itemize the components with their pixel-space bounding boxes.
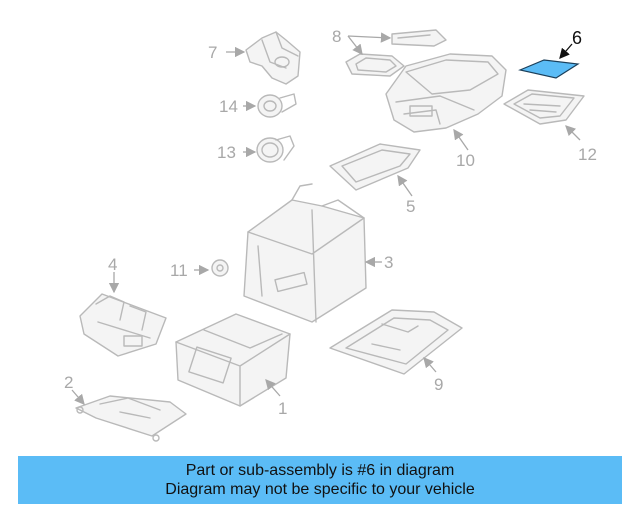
- part-9-frame[interactable]: [329, 309, 463, 375]
- parts-diagram: 7 14 13 8 10 6 12: [64, 27, 597, 442]
- callout-10: 10: [456, 151, 475, 170]
- info-banner: Part or sub-assembly is #6 in diagram Di…: [18, 456, 622, 504]
- callout-6: 6: [572, 28, 582, 48]
- banner-line-2: Diagram may not be specific to your vehi…: [165, 481, 475, 498]
- part-4-bracket[interactable]: [79, 293, 167, 357]
- part-7-bracket[interactable]: [245, 31, 301, 85]
- part-12-tray[interactable]: [503, 89, 585, 125]
- callout-4: 4: [108, 255, 117, 274]
- callout-2: 2: [64, 373, 73, 392]
- callout-9: 9: [434, 375, 443, 394]
- part-2-plate[interactable]: [75, 395, 187, 442]
- part-1-box[interactable]: [175, 313, 291, 407]
- callout-11: 11: [170, 261, 188, 280]
- part-6-pad[interactable]: [518, 59, 580, 79]
- part-3-console[interactable]: [243, 183, 367, 323]
- part-11-clip[interactable]: [211, 259, 229, 277]
- callout-7: 7: [208, 43, 217, 62]
- callout-3: 3: [384, 253, 393, 272]
- callout-13: 13: [217, 143, 236, 162]
- banner-line-1: Part or sub-assembly is #6 in diagram: [185, 462, 455, 479]
- callout-12: 12: [578, 145, 597, 164]
- callout-8: 8: [332, 27, 341, 46]
- part-5-bin[interactable]: [329, 143, 421, 191]
- part-13-ring[interactable]: [256, 135, 295, 163]
- part-14-socket[interactable]: [257, 93, 297, 118]
- callout-5: 5: [406, 197, 415, 216]
- callout-14: 14: [219, 97, 238, 116]
- part-10-lid[interactable]: [385, 53, 507, 133]
- callout-1: 1: [278, 399, 287, 418]
